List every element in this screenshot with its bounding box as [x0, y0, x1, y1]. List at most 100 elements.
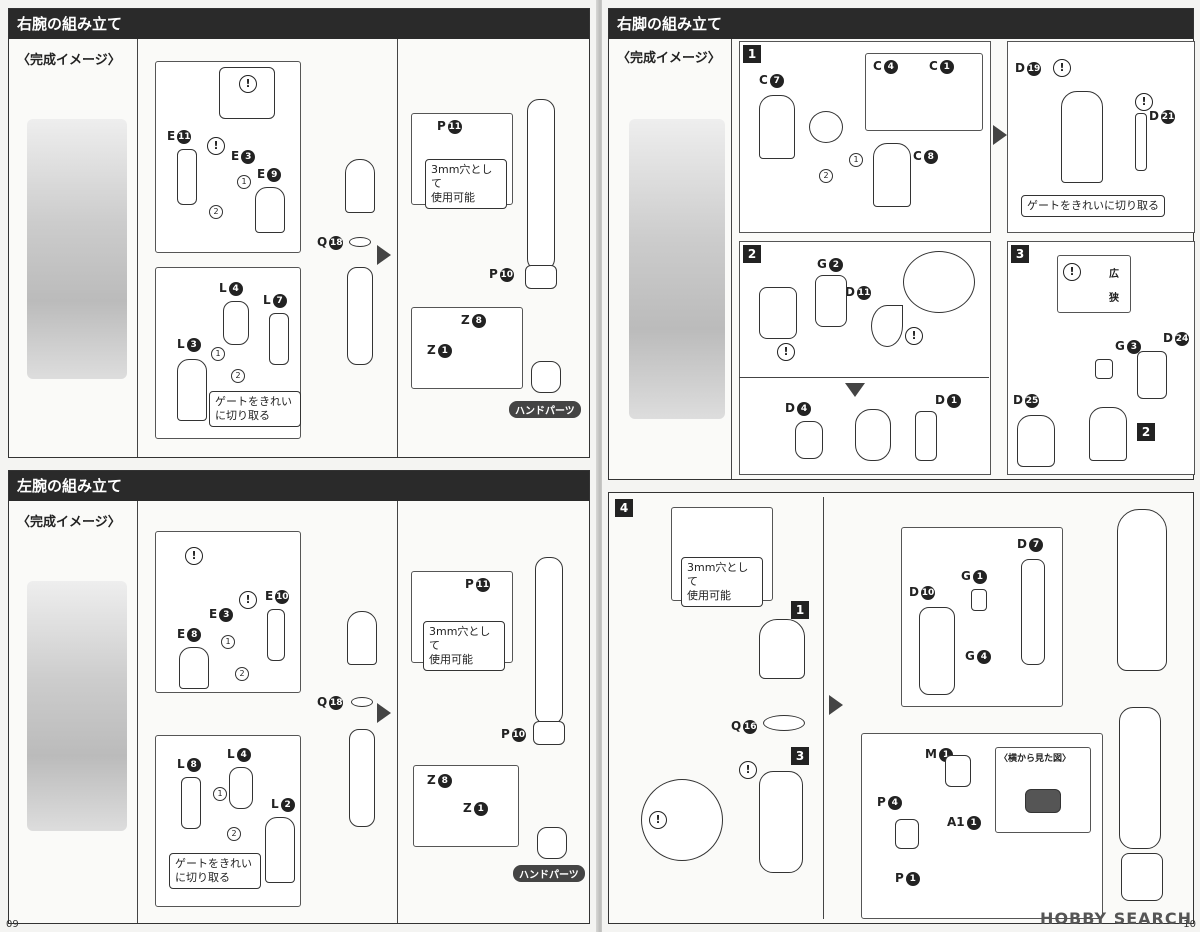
warning-icon: !: [207, 137, 225, 155]
hand-parts-tag: ハンドパーツ: [509, 401, 581, 418]
leg-part: [1089, 407, 1127, 461]
leg-part: [915, 411, 937, 461]
assembled-leg-part: [1117, 509, 1167, 671]
step-number: 2: [743, 245, 761, 263]
page-number: 09: [6, 919, 19, 930]
washer-part: [351, 697, 373, 707]
leg-part: [1061, 91, 1103, 183]
warning-icon: !: [239, 75, 257, 93]
joint-part: [971, 589, 987, 611]
leg-part: [1135, 113, 1147, 171]
image-label: 〈完成イメージ〉: [17, 53, 121, 68]
gate-note: ゲートをきれいに切り取る: [1021, 195, 1165, 217]
step4-section: 4 Q17 3mm穴として 使用可能 1 Q16 3 ! ! D7 G1 D10…: [608, 492, 1194, 924]
hole-note: 3mm穴として 使用可能: [423, 621, 505, 671]
side-view-label: 〈横から見た図〉: [999, 754, 1072, 764]
warning-icon: !: [1063, 263, 1081, 281]
upper-arm-part: [347, 611, 377, 665]
leg-part: [855, 409, 891, 461]
assembled-leg-part: [1119, 707, 1161, 849]
book-gutter: [596, 0, 604, 932]
hand-box-lower: [411, 307, 523, 389]
wrist-part: [533, 721, 565, 745]
step-number: 4: [615, 499, 633, 517]
hole-note: 3mm穴として 使用可能: [425, 159, 507, 209]
figure-photo: [27, 581, 127, 831]
leg-part: [759, 287, 797, 339]
warning-icon: !: [905, 327, 923, 345]
leg-part: [873, 143, 911, 207]
washer-part: [763, 715, 805, 731]
lower-arm-part: [347, 267, 373, 365]
arm-part: [177, 149, 197, 205]
wide-label: 広: [1109, 269, 1119, 280]
leg-part: [759, 771, 803, 873]
warning-icon: !: [1053, 59, 1071, 77]
warning-icon: !: [185, 547, 203, 565]
arm-part: [179, 647, 209, 689]
step-ref: 3: [791, 747, 809, 765]
warning-icon: !: [239, 591, 257, 609]
foot-part: [1121, 853, 1163, 901]
arm-part: [229, 767, 253, 809]
image-label: 〈完成イメージ〉: [617, 51, 721, 66]
full-arm-part: [535, 557, 563, 725]
step-circle: 2: [209, 205, 223, 219]
narrow-label: 狭: [1109, 293, 1119, 304]
figure-photo: [27, 119, 127, 379]
full-arm-part: [527, 99, 555, 271]
leg-part: [1017, 415, 1055, 467]
divider: [137, 39, 138, 457]
joint-part: [809, 111, 843, 143]
step-circle: 1: [221, 635, 235, 649]
divider: [397, 501, 398, 923]
arm-part: [177, 359, 207, 421]
hand-parts-tag: ハンドパーツ: [513, 865, 585, 882]
next-arrow: [377, 703, 391, 723]
leg-part: [759, 619, 805, 679]
arm-part: [255, 187, 285, 233]
step-number: 3: [1011, 245, 1029, 263]
next-arrow: [993, 125, 1007, 145]
leg-part: [759, 95, 795, 159]
arm-part: [223, 301, 249, 345]
divider: [739, 377, 989, 378]
step-ref: 2: [1137, 423, 1155, 441]
page-number: 10: [1183, 919, 1196, 930]
divider: [731, 39, 732, 479]
washer-part: [349, 237, 371, 247]
